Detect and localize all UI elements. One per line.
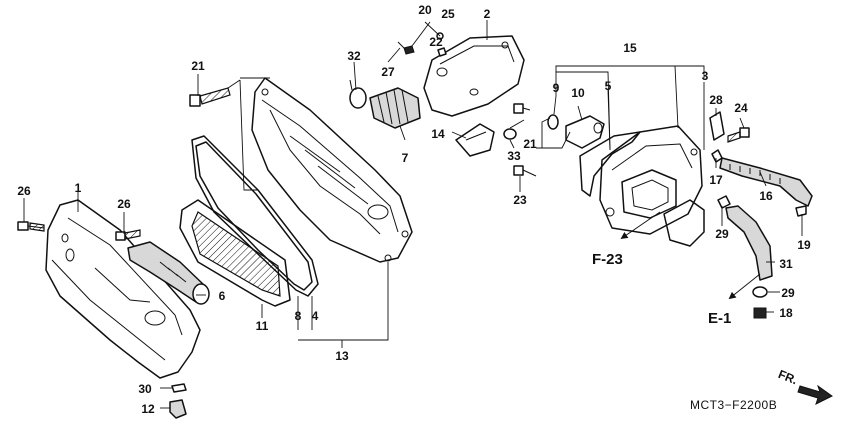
pair-valve-gasket (579, 131, 641, 197)
hose-clip-17 (711, 149, 723, 163)
callout-7: 7 (402, 151, 409, 165)
joint-pipe (565, 115, 605, 149)
fastener-group-20 (397, 32, 447, 57)
callout-5: 5 (605, 79, 612, 93)
intake-tube (369, 87, 421, 129)
callout-29-bottom: 29 (781, 286, 795, 300)
callout-21-left: 21 (191, 59, 205, 73)
callout-4: 4 (312, 309, 319, 323)
callout-14: 14 (431, 127, 445, 141)
callout-24: 24 (734, 101, 748, 115)
callout-22: 22 (429, 35, 443, 49)
callout-33: 33 (507, 149, 521, 163)
f23-arrow (620, 211, 661, 240)
callout-30: 30 (138, 382, 152, 396)
o-ring (547, 114, 559, 130)
clip-19 (795, 205, 807, 217)
callout-21-right: 21 (523, 137, 537, 151)
callout-11: 11 (256, 319, 269, 333)
housing-gasket (191, 135, 319, 297)
reed-gasket (663, 199, 705, 247)
air-filter-element (179, 199, 291, 307)
bracket-28 (709, 111, 725, 141)
callout-13: 13 (335, 349, 349, 363)
callout-12: 12 (141, 402, 155, 416)
callout-32: 32 (347, 49, 361, 63)
callout-6: 6 (219, 289, 226, 303)
intake-duct (127, 241, 210, 305)
clip-30 (171, 383, 187, 393)
bolt-21-right (513, 103, 531, 114)
callout-8: 8 (295, 309, 302, 323)
callout-20: 20 (418, 3, 432, 17)
callout-29-top: 29 (715, 227, 729, 241)
callout-27: 27 (381, 65, 395, 79)
callout-15: 15 (623, 41, 637, 55)
air-cleaner-case (251, 77, 413, 263)
callout-16: 16 (759, 189, 773, 203)
callout-9: 9 (553, 81, 560, 95)
drain-plug-12 (169, 399, 187, 419)
callout-10: 10 (571, 86, 585, 100)
callout-17: 17 (709, 173, 723, 187)
callout-3: 3 (702, 69, 709, 83)
air-hose-16 (719, 157, 813, 207)
ref-e1: E-1 (708, 310, 731, 327)
bolt-24 (727, 127, 750, 143)
callout-18: 18 (779, 306, 793, 320)
cap-18 (753, 307, 767, 319)
bolt-26-left (17, 221, 45, 232)
clamp-29-top (717, 195, 731, 209)
callout-25: 25 (441, 7, 455, 21)
clamp-29-bottom (752, 286, 768, 298)
callout-26-mid: 26 (117, 197, 131, 211)
mounting-bracket (455, 123, 495, 157)
e1-arrow (728, 273, 761, 300)
bolt-23 (513, 165, 537, 177)
bolt-21-left (189, 87, 231, 107)
leader-lines (23, 20, 803, 409)
hose-clamp (349, 79, 367, 109)
callout-2: 2 (484, 7, 491, 21)
bolt-26-mid (115, 229, 141, 241)
front-direction-arrow (797, 384, 833, 405)
front-label: FR. (776, 367, 799, 387)
air-hose-31 (725, 205, 773, 281)
diagram-code: MCT3−F2200B (690, 398, 777, 412)
callout-23: 23 (513, 193, 527, 207)
bolt-33 (503, 119, 525, 140)
callout-19: 19 (797, 238, 811, 252)
callout-26-left: 26 (17, 184, 31, 198)
ref-f23: F-23 (592, 251, 623, 268)
callout-28: 28 (709, 93, 723, 107)
callout-31: 31 (779, 257, 793, 271)
callout-1: 1 (75, 181, 82, 195)
resonator-cover (423, 35, 525, 117)
